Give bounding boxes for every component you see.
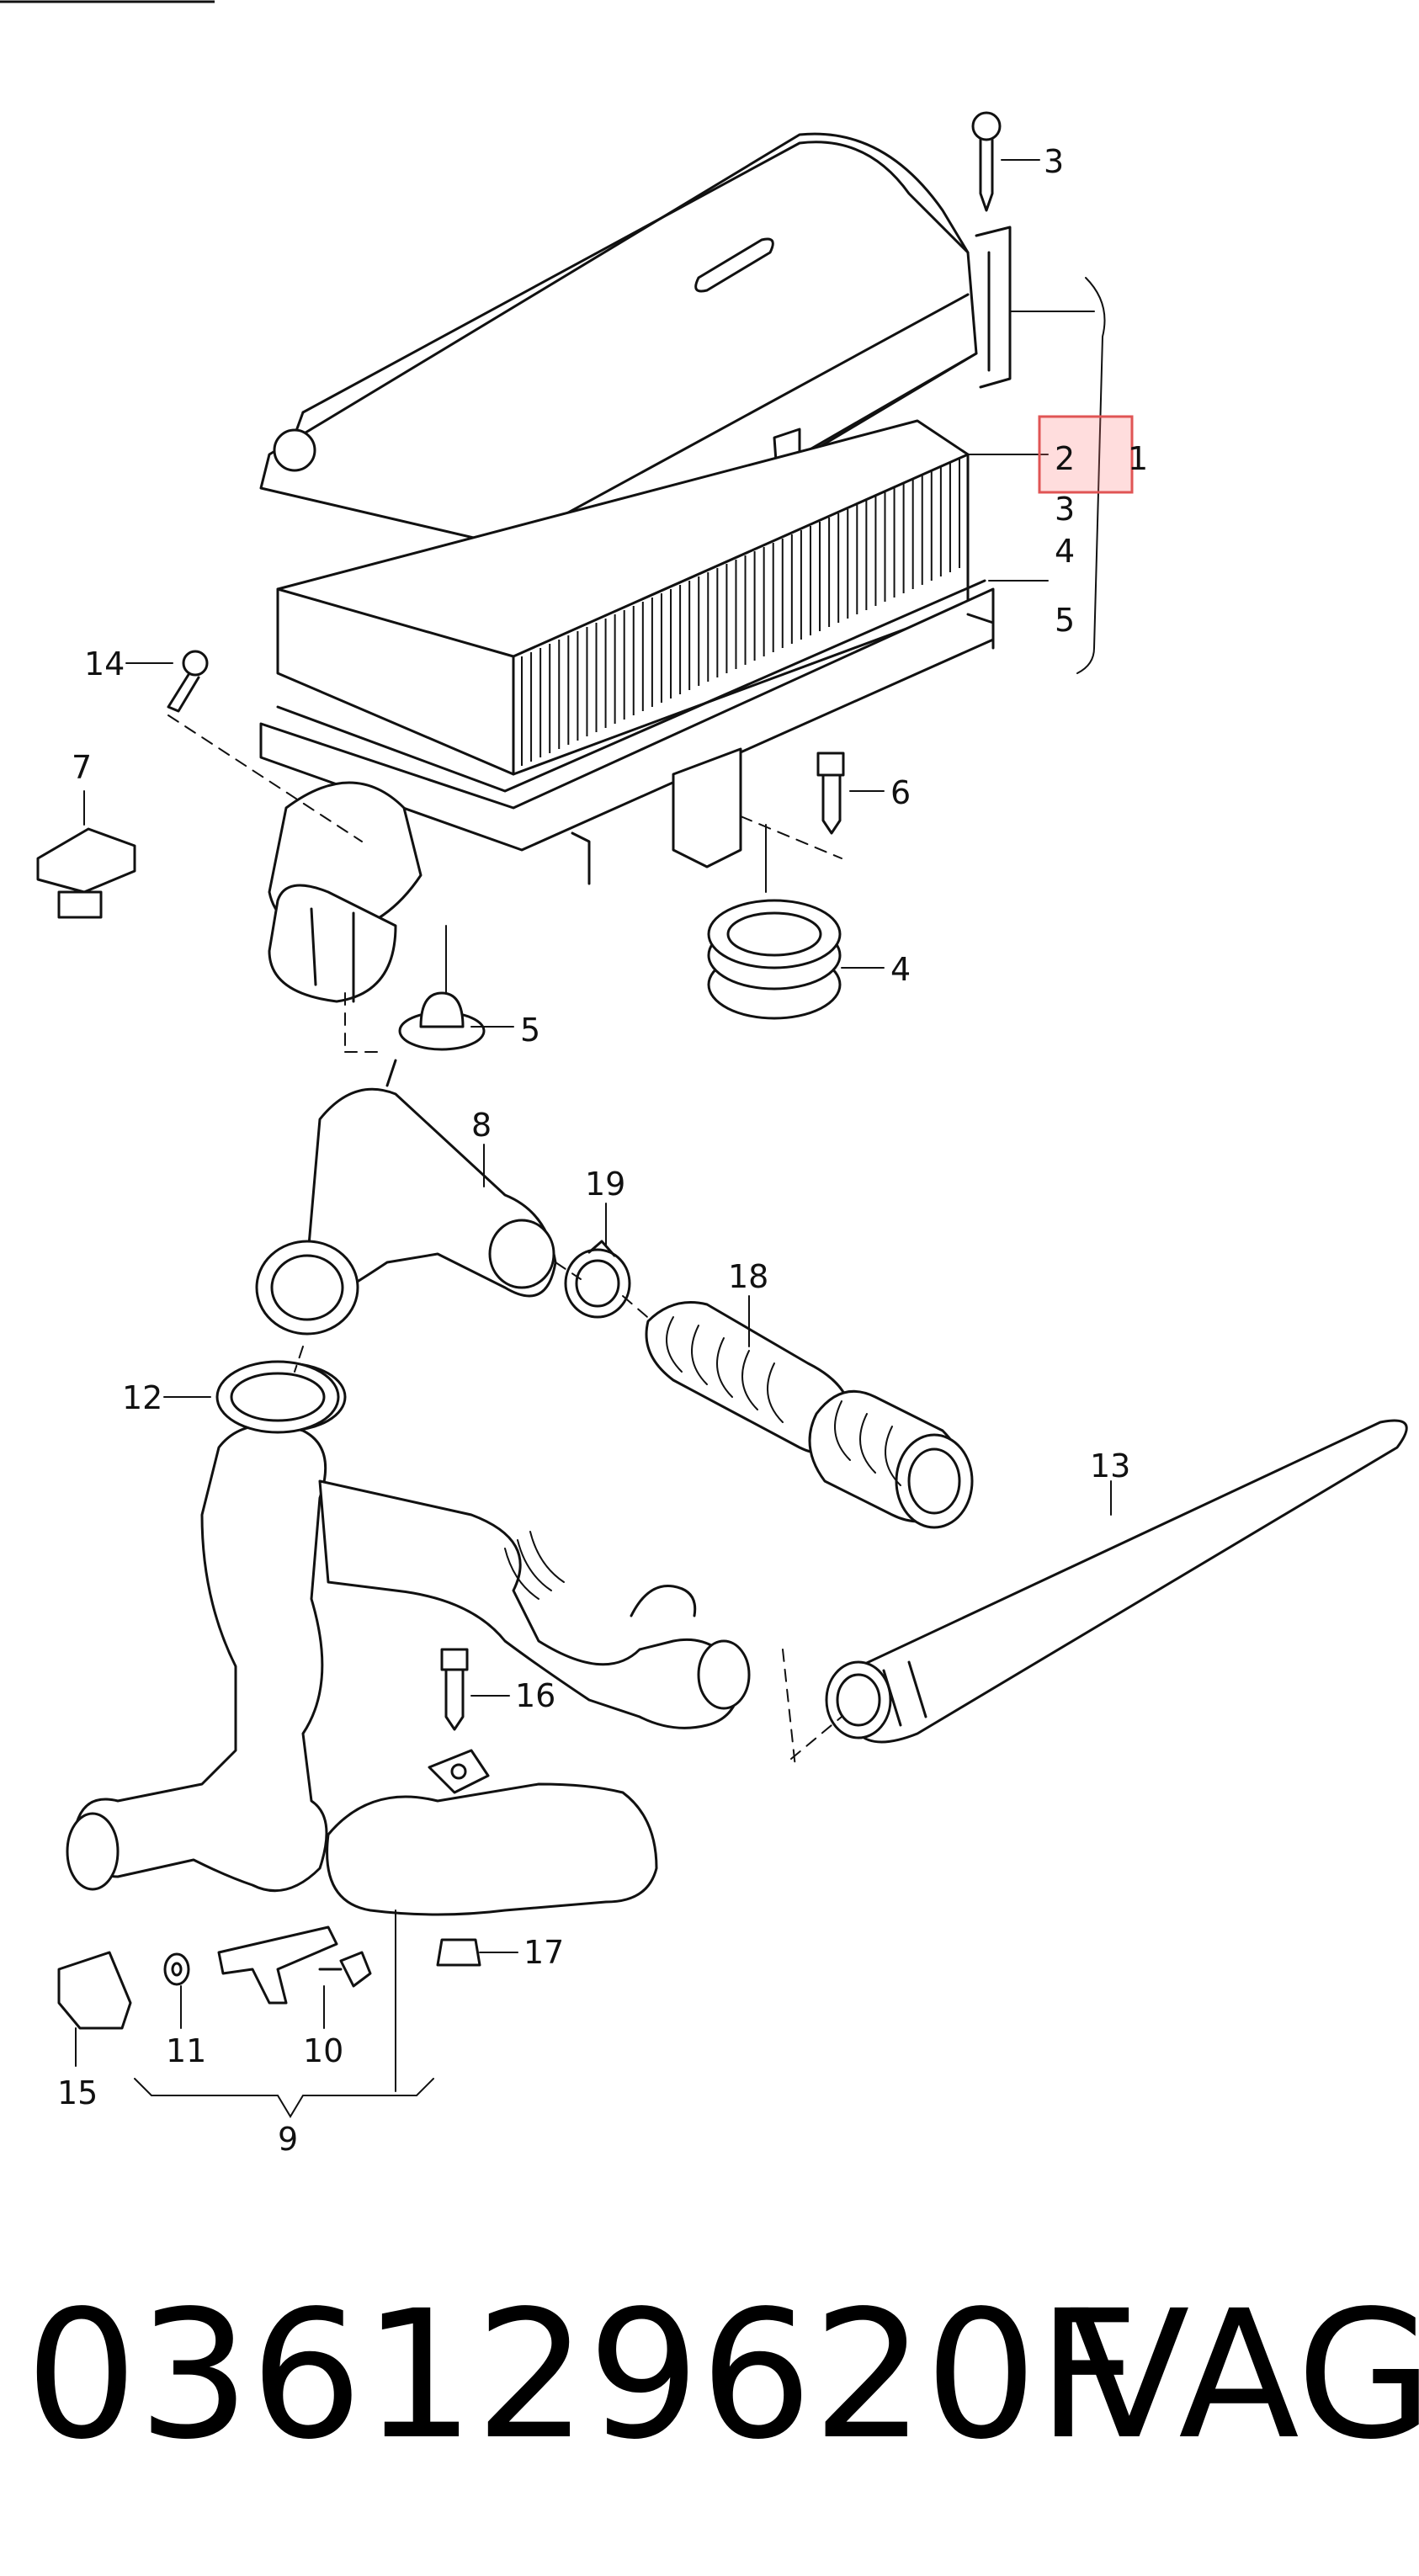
- callout-2: 2: [1055, 440, 1075, 477]
- washer-11: [163, 1952, 190, 1986]
- callout-18: 18: [728, 1258, 768, 1295]
- corrugated-hose-18: [645, 1301, 974, 1529]
- callout-3-top: 3: [1044, 143, 1064, 180]
- callout-3: 3: [1055, 491, 1075, 528]
- intake-hose-9: [66, 1362, 751, 1916]
- callout-12: 12: [122, 1379, 162, 1416]
- callout-8: 8: [471, 1107, 492, 1144]
- retainer-7: [36, 827, 136, 919]
- callout-19: 19: [585, 1166, 625, 1203]
- brand-name: VAG: [1069, 2272, 1419, 2478]
- air-duct-13: [825, 1419, 1408, 1744]
- bracket-16: [428, 1749, 490, 1794]
- bolt-16: [440, 1648, 469, 1731]
- part-number: 036129620F: [25, 2272, 1139, 2478]
- bracket-9: [217, 1925, 338, 2005]
- rubber-sleeve-4: [707, 899, 842, 1020]
- air-filter-cover: [259, 132, 1012, 633]
- screw-14: [167, 650, 209, 713]
- callout-5: 5: [1055, 602, 1075, 639]
- callout-13: 13: [1090, 1447, 1130, 1485]
- screw-3: [971, 111, 1002, 212]
- rubber-foot-5: [398, 991, 486, 1051]
- callout-6: 6: [890, 774, 911, 811]
- leader-lines: [75, 159, 1112, 2118]
- highlight-box: [1038, 415, 1134, 494]
- callout-4-sleeve: 4: [890, 951, 911, 988]
- callout-9: 9: [278, 2121, 298, 2158]
- callout-5-foot: 5: [520, 1012, 540, 1049]
- callout-16: 16: [515, 1677, 555, 1714]
- callout-4: 4: [1055, 533, 1075, 570]
- callout-labels: 1 2 3 3 4 5 6 4 5 7 14 8 19 18 12 13 16 …: [57, 143, 1148, 2158]
- hose-clamp-12: [215, 1360, 340, 1434]
- callout-14: 14: [84, 645, 125, 683]
- air-filter-lower-housing: [259, 579, 995, 1003]
- nut-17: [436, 1938, 481, 1967]
- callout-1: 1: [1128, 440, 1148, 477]
- hose-clamp-19: [564, 1240, 631, 1319]
- bolt-10: [318, 1951, 372, 1988]
- screw-6: [816, 752, 845, 835]
- callout-15: 15: [57, 2074, 98, 2111]
- callout-10: 10: [303, 2032, 343, 2069]
- clip-15: [57, 1951, 132, 2030]
- callout-11: 11: [166, 2032, 206, 2069]
- connecting-pipe-8: [255, 1059, 557, 1336]
- callout-7: 7: [72, 749, 92, 786]
- dash-lines: [167, 714, 842, 1768]
- callout-17: 17: [523, 1934, 564, 1971]
